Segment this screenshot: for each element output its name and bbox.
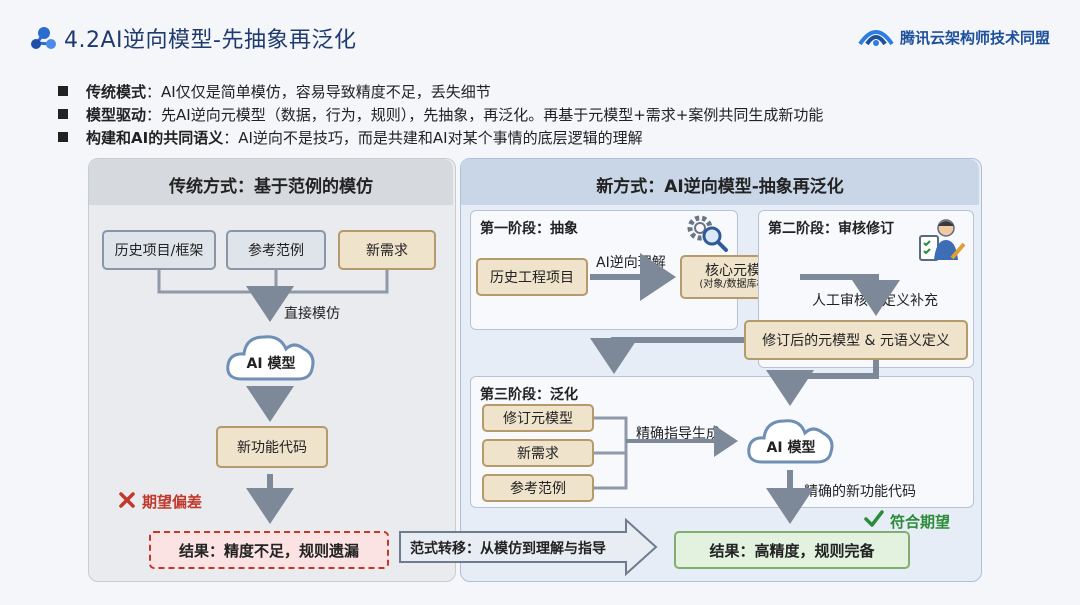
stage3-input-reference: 参考范例: [482, 474, 594, 502]
stage3-input-new-requirement: 新需求: [482, 439, 594, 467]
core-meta-model-label: 核心元模型: [705, 263, 775, 280]
cross-icon: [118, 491, 136, 509]
warning-label: 期望偏差: [142, 493, 203, 511]
brand-name: 腾讯云架构师技术同盟: [900, 29, 1051, 47]
result-right: 结果：高精度，规则完备: [674, 531, 910, 569]
brand-logo-icon: [856, 22, 896, 48]
input-reference-example: 参考范例: [226, 230, 326, 270]
gear-search-icon: [684, 212, 730, 252]
ai-model-cloud: [222, 325, 320, 387]
ai-model-cloud-2: [744, 410, 838, 470]
stage2-title: 第二阶段：审核修订: [768, 221, 894, 237]
ai-model-label: AI 模型: [246, 356, 296, 372]
left-panel-header: [89, 159, 453, 205]
bullet-item: 构建和AI的共同语义：AI逆向不是技巧，而是共建和AI对某个事情的底层逻辑的理解: [58, 127, 643, 148]
history-project: 历史工程项目: [476, 258, 588, 296]
stage3-input-revised-model: 修订元模型: [482, 404, 594, 432]
paradigm-shift-arrow: [398, 517, 660, 577]
edge-label-precise-guidance: 精确指导生成: [636, 426, 720, 442]
page-title: 4.2AI逆向模型-先抽象再泛化: [64, 28, 357, 53]
new-feature-code: 新功能代码: [216, 426, 328, 468]
result-left: 结果：精度不足，规则遗漏: [149, 531, 389, 569]
input-new-requirement: 新需求: [338, 230, 436, 270]
reviewer-icon: [916, 214, 968, 266]
paradigm-shift-label: 范式转移：从模仿到理解与指导: [410, 541, 606, 557]
stage3-title: 第三阶段：泛化: [480, 387, 578, 403]
edge-label-precise-code: 精确的新功能代码: [804, 484, 916, 500]
ok-label: 符合期望: [890, 513, 951, 531]
right-panel-header: [461, 159, 979, 205]
stage1-title: 第一阶段：抽象: [480, 221, 578, 237]
logo-icon: [28, 25, 58, 51]
bullet-item: 传统模式：AI仅仅是简单模仿，容易导致精度不足，丢失细节: [58, 81, 491, 102]
ai-model-label-2: AI 模型: [766, 440, 816, 456]
core-meta-model-sub: (对象/数据库模型): [699, 279, 781, 291]
check-icon: [864, 510, 884, 528]
input-history-framework: 历史项目/框架: [102, 230, 216, 270]
right-panel-title: 新方式：AI逆向模型-抽象再泛化: [596, 177, 844, 197]
revised-meta-model: 修订后的元模型 & 元语义定义: [744, 320, 968, 360]
edge-label-direct-imitation: 直接模仿: [284, 306, 340, 322]
left-panel-title: 传统方式：基于范例的模仿: [169, 177, 373, 197]
bullet-item: 模型驱动：先AI逆向元模型（数据，行为，规则），先抽象，再泛化。再基于元模型+需…: [58, 104, 823, 125]
